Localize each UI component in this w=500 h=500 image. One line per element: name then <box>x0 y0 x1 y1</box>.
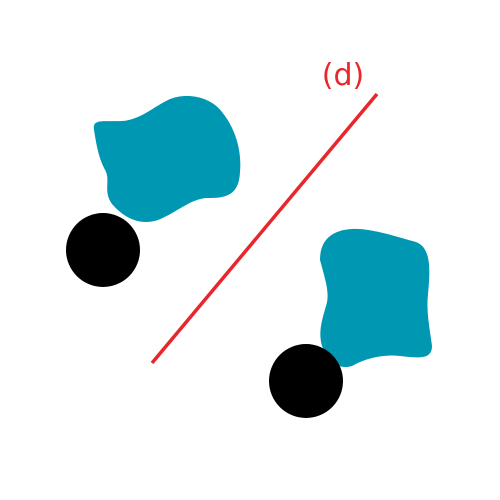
original-figure <box>66 96 241 287</box>
reflection-line <box>150 92 379 365</box>
reflected-teal-blob <box>320 228 432 368</box>
original-black-circle <box>66 213 140 287</box>
reflected-figure <box>269 228 432 418</box>
original-teal-blob <box>93 96 241 223</box>
figure-label: (d) <box>322 58 364 93</box>
reflected-black-circle <box>269 344 343 418</box>
